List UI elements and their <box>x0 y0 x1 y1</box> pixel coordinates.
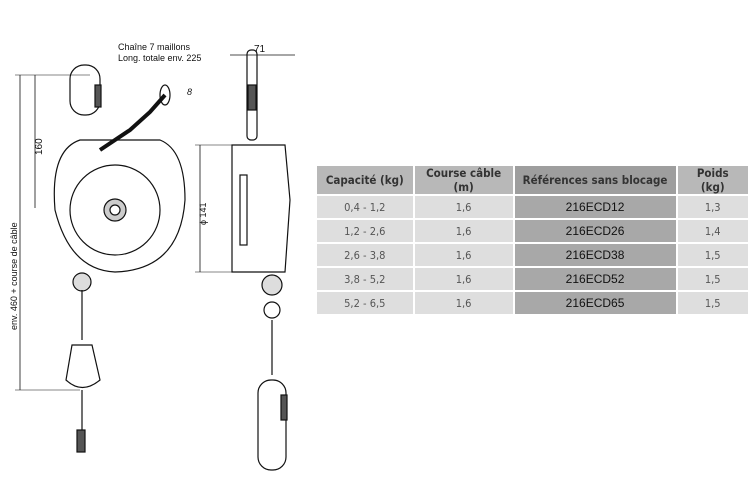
reference-cell: 216ECD38 <box>514 244 676 266</box>
cable-travel-cell: 1,6 <box>414 196 513 218</box>
weight-cell: 1,4 <box>677 220 748 242</box>
cable-travel-cell: 1,6 <box>414 292 513 314</box>
header-cable-travel: Course câble (m) <box>414 166 513 194</box>
capacity-cell: 3,8 - 5,2 <box>317 268 413 290</box>
reference-cell: 216ECD26 <box>514 220 676 242</box>
cable-travel-cell: 1,6 <box>414 268 513 290</box>
table-row: 2,6 - 3,8 1,6 216ECD38 1,5 <box>317 244 748 266</box>
table-row: 1,2 - 2,6 1,6 216ECD26 1,4 <box>317 220 748 242</box>
total-length-dimension: env. 460 + course de câble <box>9 222 19 330</box>
capacity-cell: 0,4 - 1,2 <box>317 196 413 218</box>
reference-cell: 216ECD52 <box>514 268 676 290</box>
header-weight: Poids (kg) <box>677 166 748 194</box>
capacity-cell: 1,2 - 2,6 <box>317 220 413 242</box>
table-row: 0,4 - 1,2 1,6 216ECD12 1,3 <box>317 196 748 218</box>
chain-label-line2: Long. totale env. 225 <box>118 53 201 63</box>
weight-cell: 1,5 <box>677 244 748 266</box>
table-row: 5,2 - 6,5 1,6 216ECD65 1,5 <box>317 292 748 314</box>
capacity-cell: 5,2 - 6,5 <box>317 292 413 314</box>
diameter-dimension: ϕ 141 <box>198 202 208 225</box>
width-dimension: 71 <box>254 44 266 55</box>
chain-label-line1: Chaîne 7 maillons <box>118 42 191 52</box>
chain-dimension: 8 <box>187 87 192 97</box>
height-dimension: 160 <box>34 138 45 155</box>
reference-cell: 216ECD12 <box>514 196 676 218</box>
weight-cell: 1,5 <box>677 292 748 314</box>
specifications-table: Capacité (kg) Course câble (m) Référence… <box>315 164 750 316</box>
reference-cell: 216ECD65 <box>514 292 676 314</box>
header-capacity: Capacité (kg) <box>317 166 413 194</box>
capacity-cell: 2,6 - 3,8 <box>317 244 413 266</box>
header-reference: Références sans blocage <box>514 166 676 194</box>
table-row: 3,8 - 5,2 1,6 216ECD52 1,5 <box>317 268 748 290</box>
cable-travel-cell: 1,6 <box>414 220 513 242</box>
weight-cell: 1,3 <box>677 196 748 218</box>
table-header-row: Capacité (kg) Course câble (m) Référence… <box>317 166 748 194</box>
cable-travel-cell: 1,6 <box>414 244 513 266</box>
balancer-technical-drawing: Chaîne 7 maillons Long. totale env. 225 … <box>9 42 295 471</box>
chain <box>98 93 167 152</box>
weight-cell: 1,5 <box>677 268 748 290</box>
